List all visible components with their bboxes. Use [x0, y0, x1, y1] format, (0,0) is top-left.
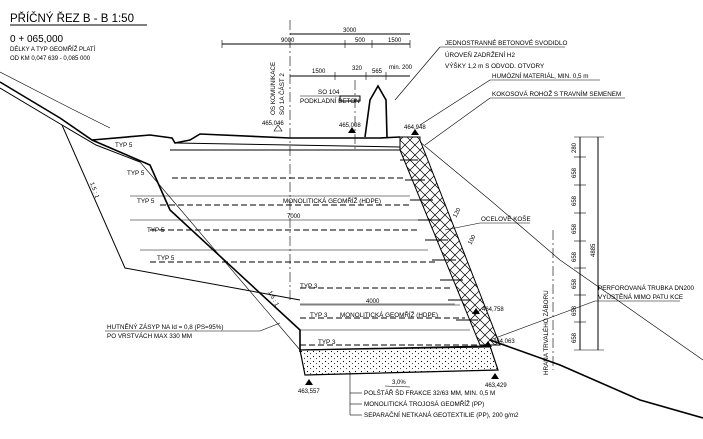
geogrid-label-upper: MONOLITICKÁ GEOMŘÍŽ (HDPE) [283, 196, 381, 205]
layer-typ5-1: TYP 5 [115, 142, 133, 149]
original-terrain-upper [0, 81, 301, 352]
layer-typ5-4: TYP 5 [147, 227, 165, 234]
leader-svodidlo [394, 46, 441, 101]
barrier-note-1: JEDNOSTRANNÉ BETONOVÉ SVODIDLO [445, 38, 567, 47]
dim-565: 565 [372, 69, 383, 75]
dim-320: 320 [352, 66, 363, 72]
kokosova-label: KOKOSOVÁ ROHOŽ S TRAVNÍM SEMENEM [492, 89, 621, 98]
slope-label-upper: 1,5 : 1 [88, 182, 100, 200]
excavation-slope-left [61, 124, 301, 301]
leader-fill [259, 322, 281, 332]
podkladni-label: PODKLADNÍ BETON [300, 96, 360, 105]
dim-9000: 9000 [281, 38, 295, 44]
terrain-line-2 [0, 87, 141, 163]
dim-280: 280 [572, 142, 578, 153]
slope-percent: 3,0% [392, 380, 406, 386]
humozni-label: HUMÓZNÍ MATERIÁL, MIN. 0,5 m [492, 71, 588, 80]
triaxial-geogrid-note: MONOLITICKÁ TROJOSÁ GEOMŘÍŽ (PP) [364, 399, 484, 408]
terrain-right-upper [419, 141, 703, 361]
section-range-line-1: DÉLKY A TYP GEOMŘÍŽ PLATÍ [10, 45, 96, 53]
dim-658-4: 658 [572, 251, 578, 262]
layer-typ5-2: TYP 5 [127, 170, 145, 177]
layer-typ3-3: TYP 3 [318, 339, 336, 346]
dim-658-6: 658 [572, 305, 578, 316]
road-axis-label-1: OS KOMUNIKACE [270, 62, 277, 115]
barrier-note-3: VÝŠKY 1,2 m S ODVOD. OTVORY [445, 61, 545, 70]
geogrid-label-lower: MONOLITICKÁ GEOMŘÍŽ (HDPE) [340, 310, 438, 319]
road-surface [91, 133, 401, 144]
property-edge-label: HRANA TRVALÉHO ZÁBORU [541, 290, 550, 375]
dim-1500: 1500 [312, 69, 326, 75]
dim-658-2: 658 [572, 195, 578, 206]
dim-1500-top: 1500 [388, 38, 402, 44]
leader-humozni [419, 79, 491, 126]
so104-label: SO 104 [318, 89, 340, 96]
geotextile-note: SEPARAČNÍ NETKANÁ GEOTEXTILIE (PP), 200 … [364, 410, 519, 419]
elev-marker [491, 373, 499, 379]
layer-typ3-2: TYP 3 [310, 312, 328, 319]
drain-pipe-label-2: VYÚSTĚNÁ MIMO PATU KCE [598, 292, 683, 301]
gabion-label: OCELOVÉ KOŠE [481, 214, 531, 223]
gabion-steps [400, 159, 478, 321]
elev-base-right: 464,063 [493, 339, 515, 345]
gravel-cushion [299, 345, 499, 376]
elev-marker [472, 308, 480, 314]
slope-label-lower: 1,5 : 1 [266, 290, 279, 308]
dim-7000: 7000 [287, 214, 301, 220]
elev-marker [411, 129, 419, 135]
leader-gabion [444, 222, 481, 231]
dim-min200: min. 200 [389, 65, 413, 71]
road-axis-label-2: SO 1A ČÁST 2 [277, 73, 286, 115]
terrain-right [489, 339, 703, 419]
dim-658-5: 658 [572, 278, 578, 289]
dim-658-7: 658 [572, 332, 578, 343]
cushion-note: POLŠTÁŘ ŠD FRAKCE 32/63 MM, MIN. 0,5 M [364, 388, 495, 397]
station-label: 0 + 065,000 [10, 34, 64, 45]
layer-typ3-1: TYP 3 [300, 283, 318, 290]
dim-120: 120 [452, 207, 462, 219]
terrain-outline [0, 71, 111, 129]
elev-marker [305, 379, 313, 385]
dim-4000: 4000 [366, 299, 380, 305]
section-range-line-2: OD KM 0,047 639 - 0,085 000 [10, 56, 91, 62]
dim-3000: 3000 [343, 28, 357, 34]
barrier-note-2: ÚROVEŇ ZADRŽENÍ H2 [445, 50, 515, 59]
drain-pipe-label-1: PERFOROVANÁ TRUBKA DN200 [598, 283, 694, 292]
elev-bottom-left: 463,557 [298, 389, 320, 395]
fill-note-1: HUTNĚNÝ ZÁSYP NA Id = 0,8 (PS=95%) [107, 322, 223, 331]
concrete-barrier [364, 84, 388, 138]
slope-arrow [384, 385, 411, 388]
leader-kokosova [424, 97, 491, 146]
elev-marker [348, 127, 356, 133]
dim-658-3: 658 [572, 223, 578, 234]
leader-drain [489, 300, 596, 341]
elev-right: 464,948 [404, 125, 426, 131]
elev-marker [273, 124, 283, 132]
layer-typ5-3: TYP 5 [137, 198, 155, 205]
elev-mid: 465,008 [339, 123, 361, 129]
fill-note-2: PO VRSTVÁCH MAX 330 MM [107, 331, 192, 340]
road-subbase [174, 142, 401, 148]
elev-left: 465,046 [262, 121, 284, 127]
layer-typ5-5: TYP 5 [157, 255, 175, 262]
dim-4885: 4885 [591, 243, 597, 257]
section-title: PŘÍČNÝ ŘEZ B - B 1:50 [10, 12, 134, 25]
elev-bottom-right: 463,429 [485, 383, 507, 389]
dim-658-1: 658 [572, 167, 578, 178]
dim-500: 500 [355, 38, 366, 44]
elev-marker [484, 341, 492, 347]
dim-100: 100 [467, 234, 477, 246]
excavation-slope-inner [139, 161, 301, 351]
elev-step: 464,758 [482, 307, 504, 313]
